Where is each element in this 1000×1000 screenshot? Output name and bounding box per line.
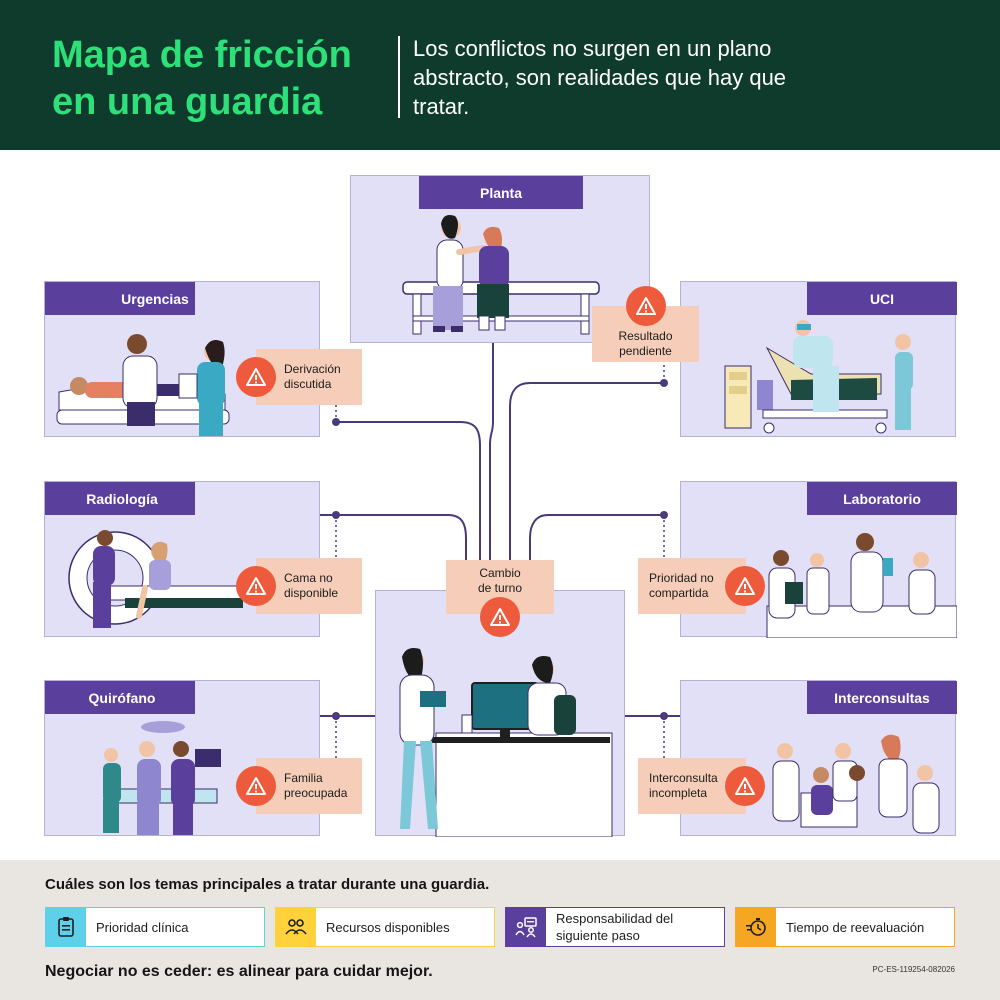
legend-label-responsabilidad: Responsabilidad del siguiente paso bbox=[556, 911, 674, 943]
alert-uci-text: Resultado pendiente bbox=[618, 329, 672, 359]
legend-item-tiempo: Tiempo de reevaluación bbox=[735, 907, 955, 947]
alert-laboratorio-line-1: Prioridad no bbox=[649, 571, 714, 585]
warning-icon bbox=[626, 286, 666, 326]
warning-icon bbox=[725, 566, 765, 606]
alert-laboratorio-line-2: compartida bbox=[649, 586, 709, 600]
footer-code: PC-ES-119254-082026 bbox=[872, 965, 955, 974]
alert-quirofano-line-1: Familia bbox=[284, 771, 323, 785]
page-subtitle: Los conflictos no surgen en un plano abs… bbox=[413, 36, 787, 119]
card-tab-laboratorio: Laboratorio bbox=[807, 482, 957, 515]
connector-radiologia bbox=[320, 514, 467, 560]
legend-item-recursos: Recursos disponibles bbox=[275, 907, 495, 947]
card-tab-interconsultas: Interconsultas bbox=[807, 681, 957, 714]
alert-urgencias-line-2: discutida bbox=[284, 377, 332, 391]
uci-illustration bbox=[724, 320, 913, 434]
connector-uci bbox=[509, 382, 664, 560]
connector-lines bbox=[320, 343, 680, 758]
legend-item-prioridad: Prioridad clínica bbox=[45, 907, 265, 947]
card-uci: UCI bbox=[680, 281, 957, 437]
card-planta: Planta bbox=[350, 175, 650, 343]
alert-center-line-1: Cambio bbox=[479, 566, 521, 580]
alert-interconsultas-line-1: Interconsulta bbox=[649, 771, 718, 785]
connector-urgencias bbox=[336, 421, 481, 560]
interconsultas-illustration bbox=[772, 734, 940, 834]
page-title: Mapa de fricción en una guardia bbox=[52, 34, 352, 123]
legend-item-responsabilidad: Responsabilidad del siguiente paso bbox=[505, 907, 725, 947]
timer-icon bbox=[736, 908, 776, 946]
footer: Cuáles son los temas principales a trata… bbox=[0, 860, 1000, 1000]
card-tab-urgencias: Urgencias bbox=[45, 282, 195, 315]
connector-laboratorio bbox=[529, 514, 664, 560]
center-illustration bbox=[399, 648, 613, 837]
warning-icon bbox=[725, 766, 765, 806]
footer-tagline: Negociar no es ceder: es alinear para cu… bbox=[45, 963, 433, 980]
alert-laboratorio-text: Prioridad no compartida bbox=[649, 571, 714, 601]
connector-planta bbox=[489, 343, 494, 560]
header-divider bbox=[398, 36, 400, 118]
legend-label-recursos: Recursos disponibles bbox=[326, 919, 450, 935]
handoff-icon bbox=[506, 908, 546, 946]
alert-urgencias-text: Derivación discutida bbox=[284, 362, 341, 392]
alert-interconsultas-line-2: incompleta bbox=[649, 786, 708, 800]
alert-interconsultas-text: Interconsulta incompleta bbox=[649, 771, 718, 801]
legend-label-prioridad: Prioridad clínica bbox=[96, 919, 189, 935]
card-tab-uci: UCI bbox=[807, 282, 957, 315]
alert-uci: Resultado pendiente bbox=[592, 306, 699, 362]
radiologia-illustration bbox=[68, 530, 258, 628]
alert-radiologia-line-1: Cama no bbox=[284, 571, 333, 585]
alert-uci-line-1: Resultado bbox=[618, 329, 673, 343]
laboratorio-illustration bbox=[766, 533, 957, 638]
urgencias-illustration bbox=[56, 334, 230, 436]
warning-icon bbox=[236, 766, 276, 806]
card-laboratorio: Laboratorio bbox=[680, 481, 957, 638]
warning-icon bbox=[480, 597, 520, 637]
card-urgencias: Urgencias bbox=[44, 281, 320, 437]
warning-icon bbox=[236, 357, 276, 397]
people-icon bbox=[276, 908, 316, 946]
alert-radiologia-line-2: disponible bbox=[284, 586, 339, 600]
alert-radiologia-text: Cama no disponible bbox=[284, 571, 338, 601]
alert-urgencias-line-1: Derivación bbox=[284, 362, 341, 376]
card-tab-planta: Planta bbox=[419, 176, 583, 209]
alert-quirofano-line-2: preocupada bbox=[284, 786, 348, 800]
header: Mapa de fricción en una guardia Los conf… bbox=[0, 0, 1000, 150]
alert-quirofano-text: Familia preocupada bbox=[284, 771, 347, 801]
alert-uci-line-2: pendiente bbox=[619, 344, 672, 358]
legend-label-tiempo: Tiempo de reevaluación bbox=[786, 919, 925, 935]
alert-center-line-2: de turno bbox=[477, 581, 523, 595]
planta-illustration bbox=[402, 215, 600, 335]
card-tab-radiologia: Radiología bbox=[45, 482, 195, 515]
warning-icon bbox=[236, 566, 276, 606]
footer-heading: Cuáles son los temas principales a trata… bbox=[45, 876, 490, 893]
quirofano-illustration bbox=[103, 721, 221, 835]
card-tab-quirofano: Quirófano bbox=[45, 681, 195, 714]
clipboard-icon bbox=[46, 908, 86, 946]
alert-center-text: Cambio de turno bbox=[478, 566, 522, 596]
